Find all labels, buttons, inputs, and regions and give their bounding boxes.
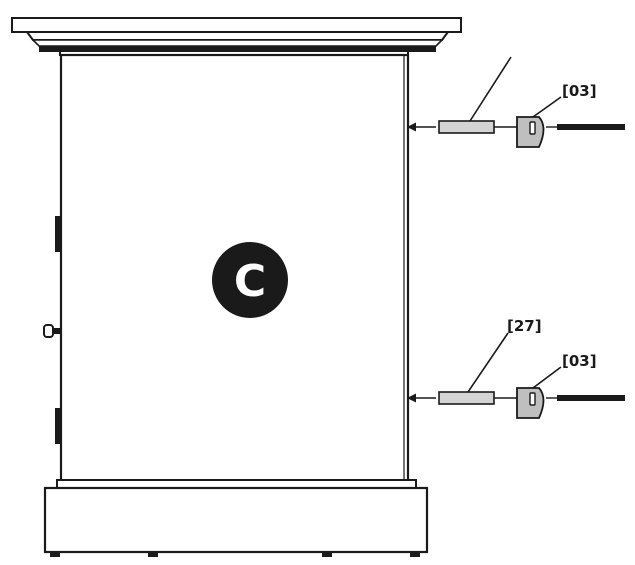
top-molding (11, 17, 462, 56)
left-hinge-bottom (55, 408, 62, 444)
bottom-hardware-row: [27] [03] (407, 317, 625, 419)
screw-shaft-top (557, 124, 625, 130)
screw-shaft-bottom (557, 395, 625, 401)
dowel-bottom (438, 391, 495, 405)
top-hardware-row: [03] (407, 56, 625, 148)
base-plinth (43, 479, 429, 557)
part-label-03-top: [03] (562, 82, 597, 100)
part-label-27: [27] (507, 317, 542, 335)
door-knob (43, 324, 61, 338)
panel-letter: C (234, 256, 266, 307)
dowel-top (438, 120, 495, 134)
left-hinge-top (55, 216, 62, 252)
part-label-03-bottom: [03] (562, 352, 597, 370)
panel-badge: C (212, 242, 288, 318)
